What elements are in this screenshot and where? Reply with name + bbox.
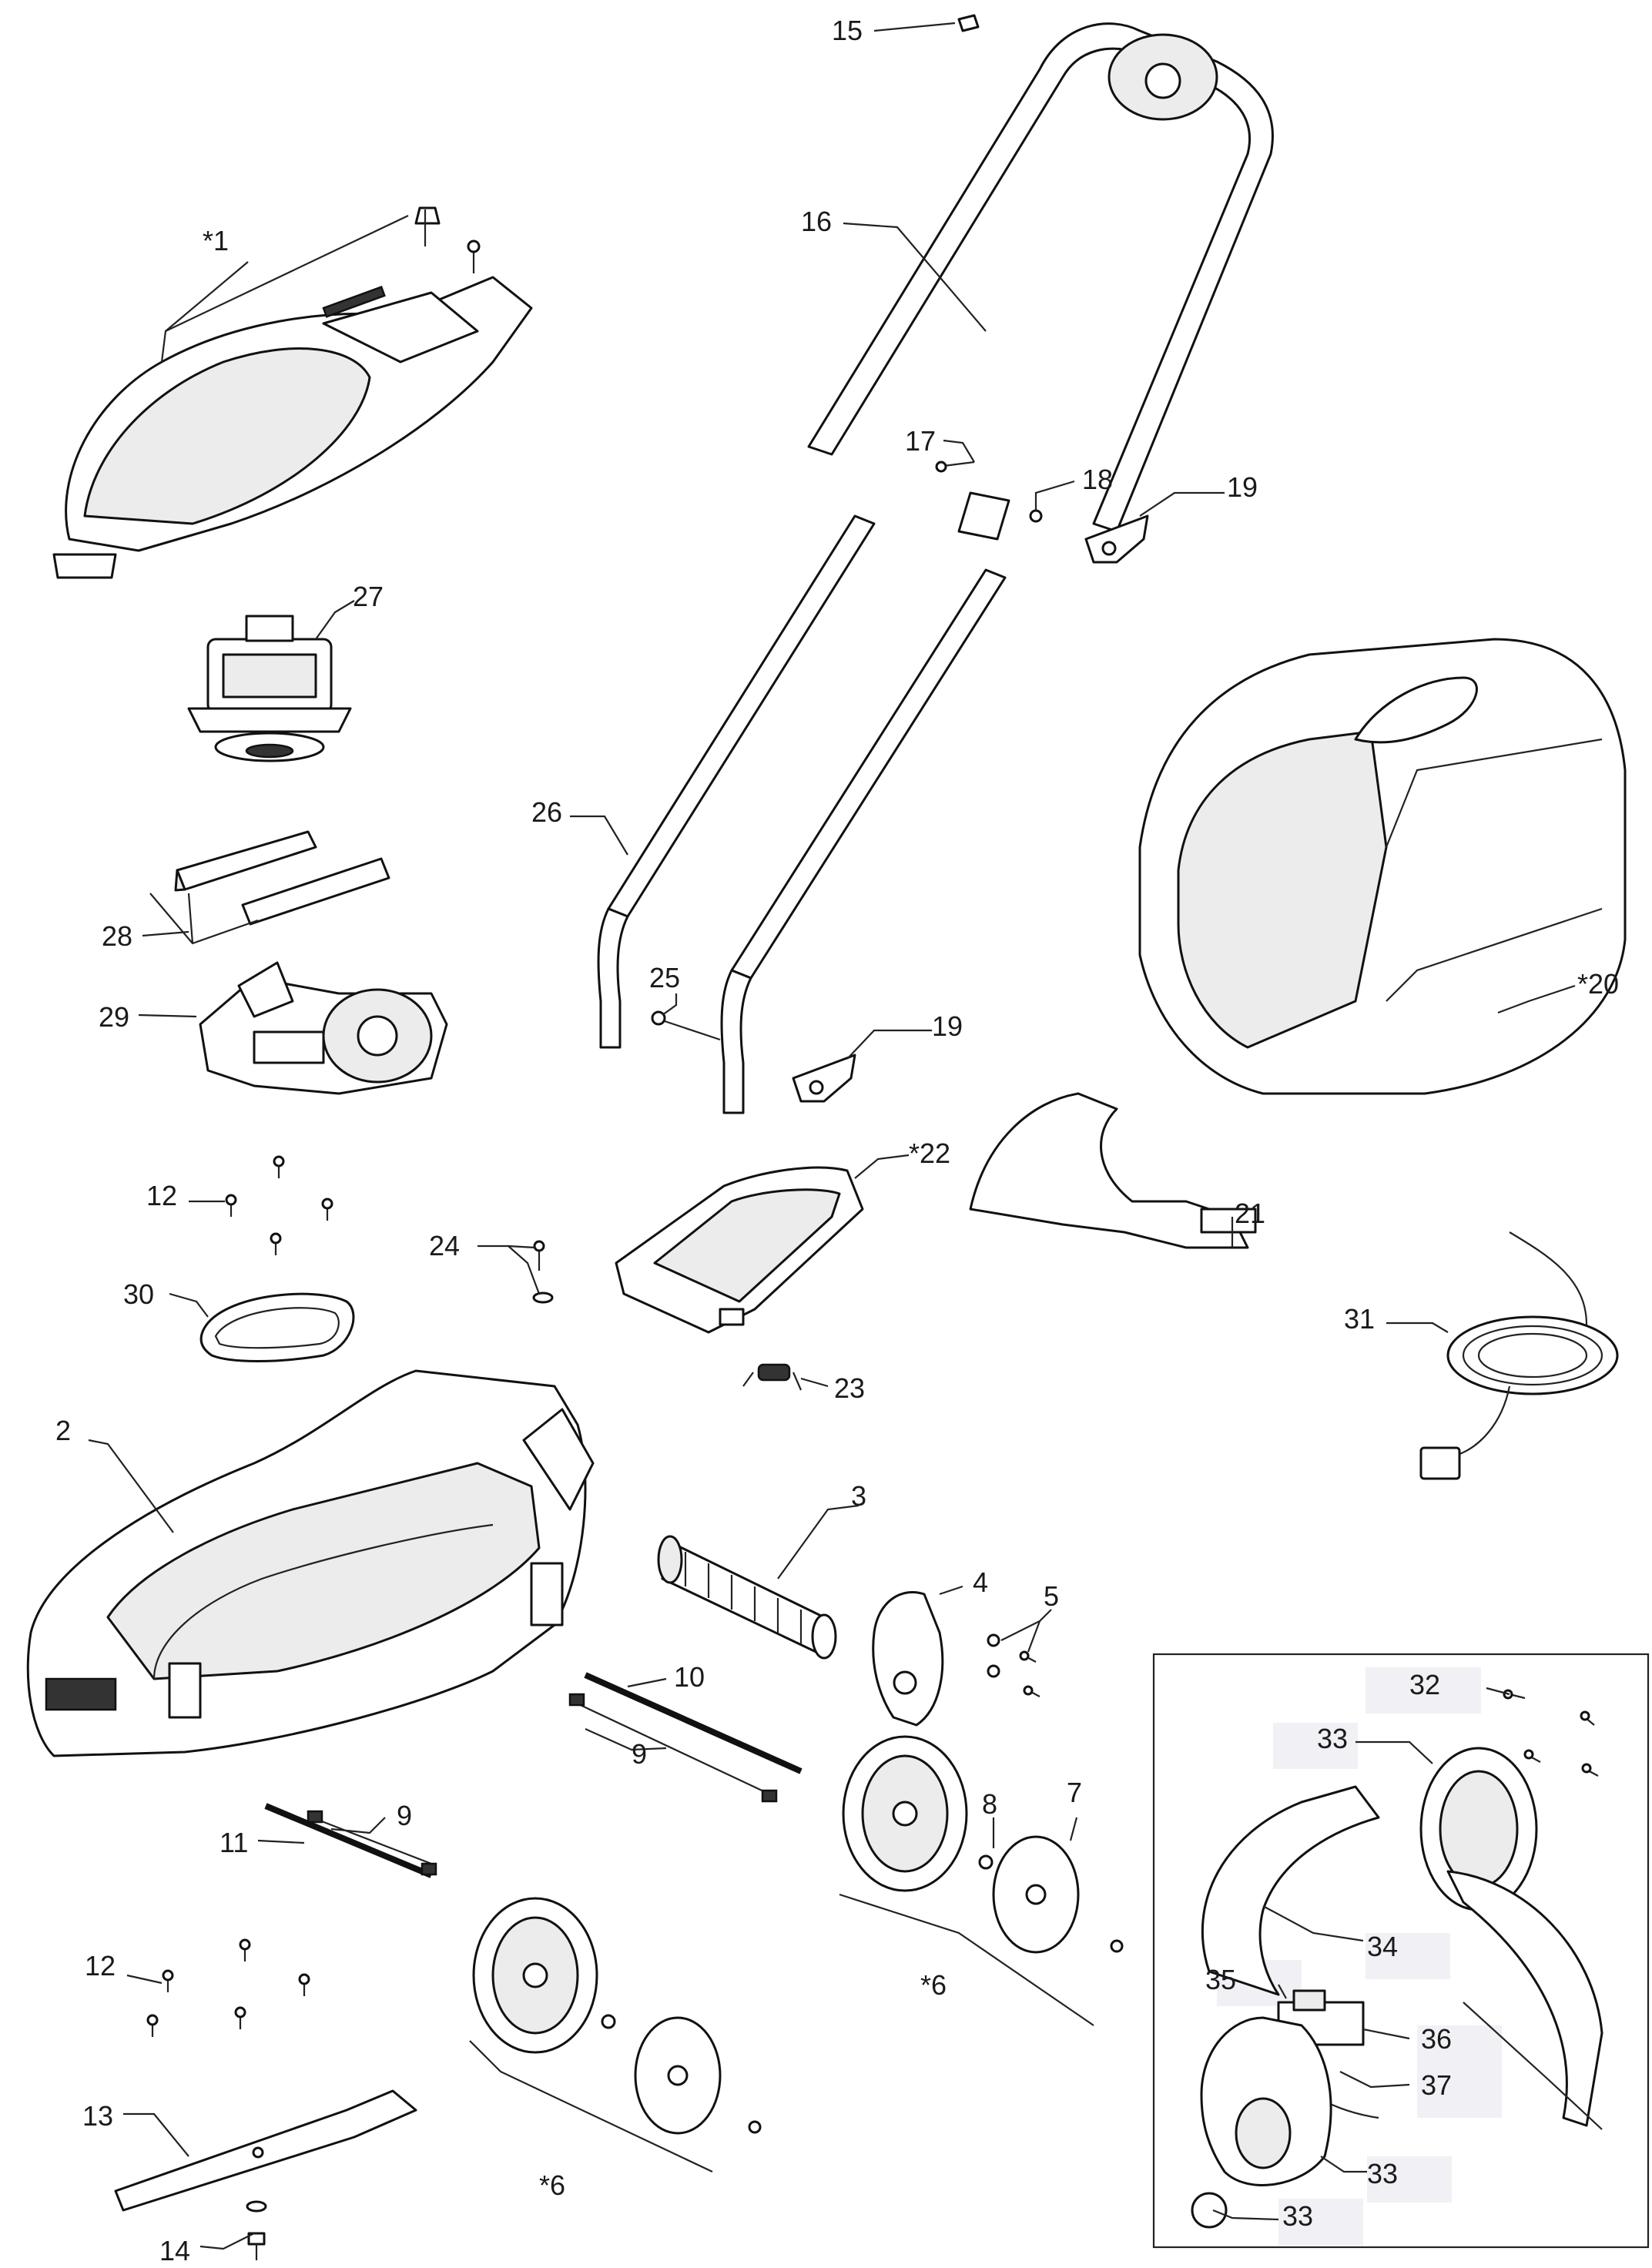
label-19-top: 19 [1227,471,1258,503]
label-7: 7 [1067,1777,1082,1808]
label-24: 24 [429,1230,460,1261]
label-18: 18 [1082,464,1113,495]
label-6-right: *6 [920,1969,947,2001]
part-wheels [472,1735,1124,2135]
part-2-deck [26,1369,595,1757]
part-1-motor-cover [52,206,533,579]
part-31-cable [1419,1231,1619,1480]
label-22: *22 [909,1137,950,1169]
label-23: 23 [834,1372,865,1404]
label-16: 16 [801,206,832,237]
label-33-bottom: 33 [1282,2200,1313,2232]
part-13-blade [114,2089,417,2212]
part-28-strips [174,830,390,926]
label-33-mid: 33 [1367,2158,1398,2189]
part-26-lower-handles [597,514,1007,1114]
label-9-right: 9 [632,1738,647,1770]
label-6-left: *6 [539,2169,565,2201]
part-23-spring [742,1363,803,1391]
part-30-belt [199,1292,355,1362]
label-29: 29 [99,1001,129,1033]
label-25: 25 [649,962,680,993]
label-27: 27 [353,581,384,612]
label-4: 4 [973,1566,988,1598]
label-26: 26 [531,796,562,828]
label-3: 3 [851,1480,866,1512]
label-28: 28 [102,920,132,952]
part-12-screws-bottom [146,1938,310,2037]
label-10: 10 [674,1661,705,1693]
label-9-left: 9 [397,1800,412,1831]
part-15-clip [957,14,980,32]
label-12-bottom: 12 [85,1950,116,1982]
part-29-switch-housing [199,961,448,1095]
callout-labels: *1 2 3 4 5 *6 *6 7 8 9 9 10 11 12 12 13 … [55,15,1619,2266]
label-14: 14 [159,2235,190,2266]
part-27-motor [187,615,352,762]
label-20: *20 [1577,968,1619,1000]
part-4-bracket [872,1590,944,1727]
label-32: 32 [1409,1669,1440,1700]
label-36: 36 [1421,2023,1452,2055]
label-2: 2 [55,1415,71,1446]
label-31: 31 [1344,1303,1375,1335]
part-5-fixings [987,1633,1040,1697]
label-17: 17 [905,425,936,457]
part-16-upper-handle [807,22,1274,541]
label-5: 5 [1044,1580,1059,1612]
part-3-roller [657,1535,837,1660]
label-15: 15 [832,15,863,46]
label-8: 8 [982,1788,997,1820]
label-21: 21 [1235,1198,1265,1229]
label-11: 11 [219,1827,248,1858]
part-25-bolt [651,1010,721,1041]
label-34: 34 [1367,1931,1398,1962]
part-17-18-fixings [935,461,1043,523]
part-22-deflector [615,1166,864,1334]
part-14-fixings [246,2200,267,2260]
label-33-top: 33 [1317,1723,1348,1754]
part-19-knobs [792,514,1149,1103]
part-21-flap [969,1092,1257,1249]
part-24-fixings [532,1240,554,1304]
label-13: 13 [82,2100,113,2132]
part-10-9-axles [264,1672,803,1878]
label-19-bottom: 19 [932,1010,963,1042]
inset-handle-detail [1152,1653,1650,2249]
label-1: *1 [203,225,229,256]
label-30: 30 [123,1278,154,1310]
part-20-grass-box [1138,638,1627,1095]
label-37: 37 [1421,2069,1452,2101]
leader-lines [88,22,1603,2250]
part-12-screws-top [225,1155,333,1255]
label-12-top: 12 [146,1180,177,1211]
label-35: 35 [1205,1964,1236,1995]
